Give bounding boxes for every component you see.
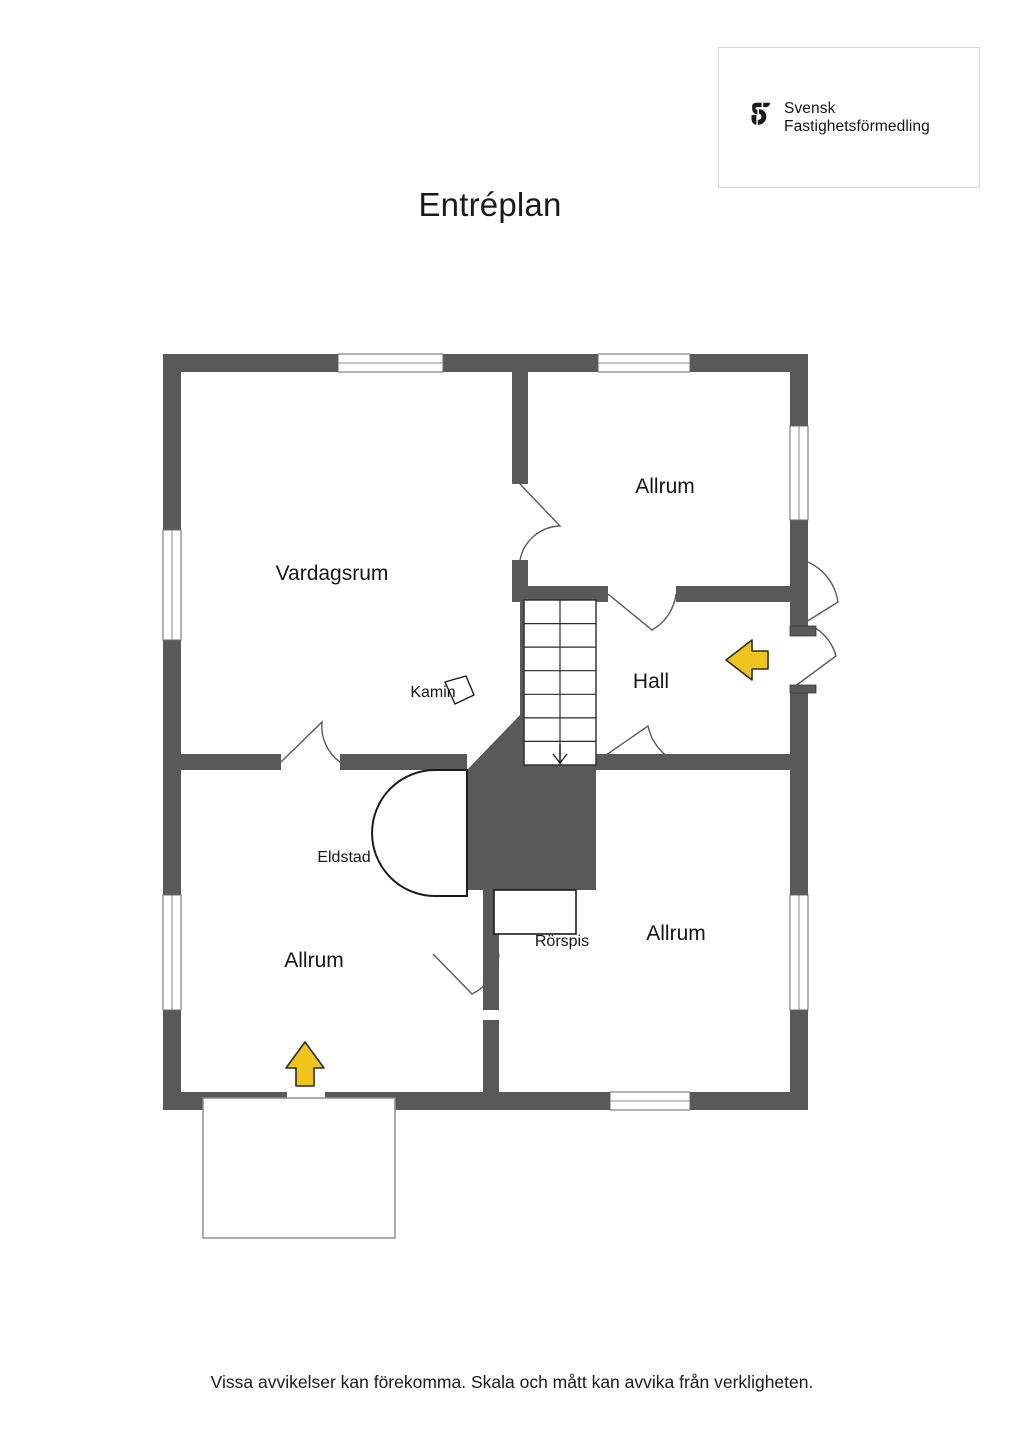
disclaimer-note: Vissa avvikelser kan förekomma. Skala oc…: [210, 1372, 814, 1392]
door-hall-allrum-lower: [595, 724, 677, 763]
room-label-vardagsrum: Vardagsrum: [276, 562, 389, 585]
brand-name-line2: Fastighetsförmedling: [784, 117, 930, 135]
entrance-door-leaves: [789, 625, 817, 694]
door-vardagsrum-allrum-bl: [280, 720, 341, 763]
svensk-fastighetsformedling-logo-icon: [749, 102, 775, 133]
floorplan-svg: Vardagsrum Allrum Hall Allrum Allrum Kam…: [162, 353, 839, 1239]
room-label-allrum-bottom-left: Allrum: [284, 949, 344, 972]
door-vardagsrum-allrum: [519, 483, 562, 561]
door-allrum-bl-br: [432, 953, 500, 995]
interior-walls: [181, 354, 792, 1110]
window-top-right: [597, 353, 691, 373]
brand-logo-box: Svensk Fastighetsförmedling: [718, 47, 980, 188]
window-left-lower: [162, 894, 182, 1011]
window-right-lower: [789, 894, 809, 1011]
door-allrum-hall-upper: [607, 593, 677, 631]
room-label-allrum-bottom-right: Allrum: [646, 922, 706, 945]
room-label-allrum-top-right: Allrum: [635, 475, 695, 498]
feature-label-rorspis: Rörspis: [535, 933, 589, 950]
room-label-hall: Hall: [633, 670, 669, 693]
window-left-upper: [162, 529, 182, 641]
stair-direction-arrow-icon: [552, 744, 568, 765]
staircase: [523, 599, 597, 766]
window-top-left: [337, 353, 444, 373]
porch-outline: [202, 1097, 396, 1239]
page-title: Entréplan: [418, 186, 562, 223]
rorspis-shape: [493, 889, 577, 935]
window-bottom: [609, 1091, 691, 1111]
exterior-walls: [163, 354, 808, 1110]
brand-wordmark: Svensk Fastighetsförmedling: [784, 100, 930, 135]
entrance-arrow-hall-icon: [725, 639, 769, 681]
kamin-shape: [444, 675, 475, 705]
brand-name-line1: Svensk: [784, 100, 836, 117]
windows: [162, 353, 809, 1111]
eldstad-shape: [371, 769, 468, 897]
entrance-arrow-allrum-icon: [285, 1041, 325, 1087]
door-entrance-upper: [789, 561, 839, 633]
feature-label-eldstad: Eldstad: [317, 849, 370, 866]
window-right-upper: [789, 425, 809, 521]
feature-label-kamin: Kamin: [410, 684, 455, 701]
floorplan: Vardagsrum Allrum Hall Allrum Allrum Kam…: [0, 330, 1024, 1290]
